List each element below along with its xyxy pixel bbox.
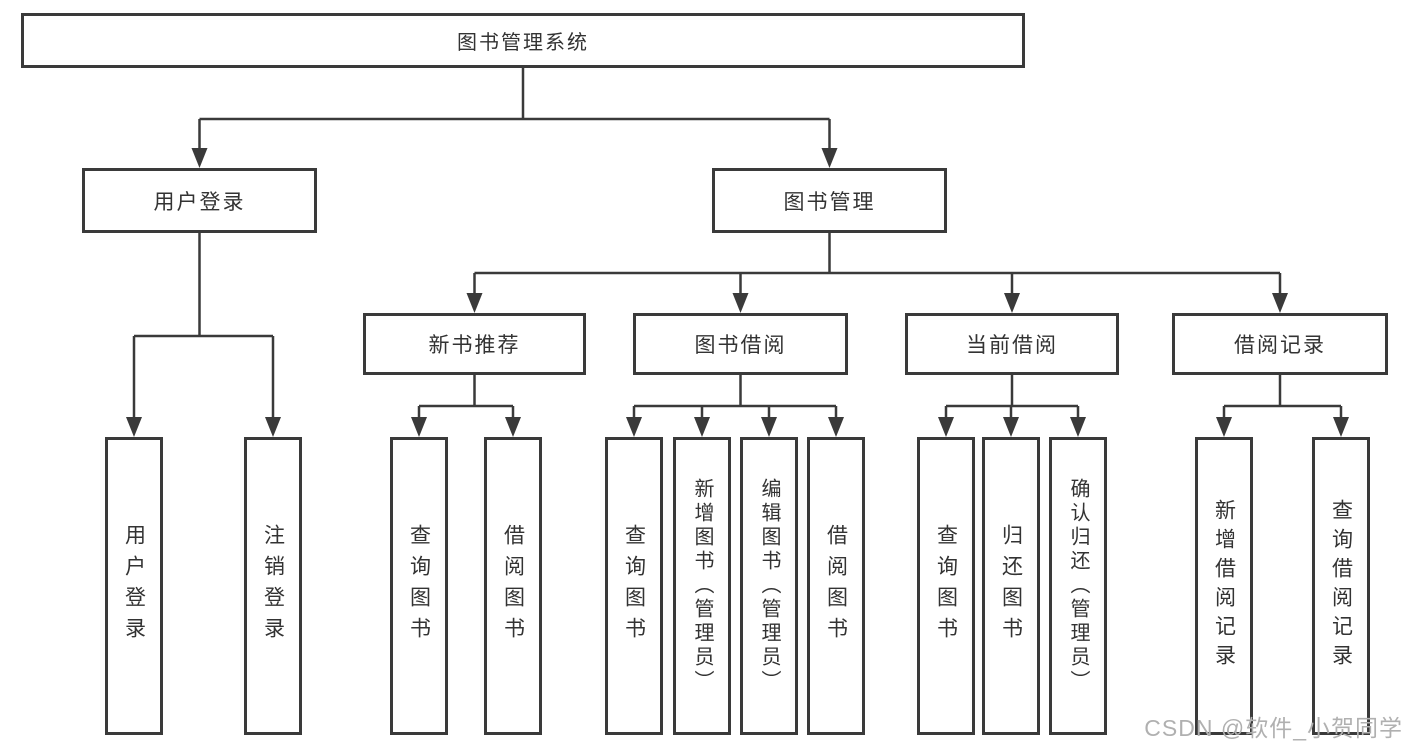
leaf-confirm-return-admin: 确认归还（管理员） xyxy=(1049,437,1107,735)
node-book-management: 图书管理 xyxy=(712,168,947,233)
arrow-down-icon xyxy=(694,417,710,437)
connector-borrow-records-children xyxy=(1222,375,1343,419)
leaf-borrow-book-1: 借阅图书 xyxy=(484,437,542,735)
connector-root-to-level2 xyxy=(198,68,831,150)
arrow-down-icon xyxy=(466,293,483,313)
node-user-login: 用户登录 xyxy=(82,168,317,233)
connector-book-borrow-children xyxy=(632,375,838,419)
arrow-down-icon xyxy=(821,148,838,168)
node-borrow-records: 借阅记录 xyxy=(1172,313,1388,375)
connector-user-login-children xyxy=(132,233,275,419)
arrow-down-icon xyxy=(828,417,844,437)
arrow-down-icon xyxy=(1216,417,1232,437)
arrow-down-icon xyxy=(1003,417,1019,437)
arrow-down-icon xyxy=(265,417,281,437)
leaf-user-login: 用户登录 xyxy=(105,437,163,735)
leaf-edit-book-admin: 编辑图书（管理员） xyxy=(740,437,798,735)
connector-new-book-recommend-children xyxy=(417,375,515,419)
arrow-down-icon xyxy=(1272,293,1288,313)
arrow-down-icon xyxy=(411,417,427,437)
node-book-borrow: 图书借阅 xyxy=(633,313,848,375)
leaf-query-book-2: 查询图书 xyxy=(605,437,663,735)
arrow-down-icon xyxy=(732,293,749,313)
node-new-book-recommend: 新书推荐 xyxy=(363,313,586,375)
leaf-add-borrow-record: 新增借阅记录 xyxy=(1195,437,1253,735)
arrow-down-icon xyxy=(1333,417,1349,437)
leaf-borrow-book-2: 借阅图书 xyxy=(807,437,865,735)
leaf-add-book-admin: 新增图书（管理员） xyxy=(673,437,731,735)
node-current-borrow: 当前借阅 xyxy=(905,313,1119,375)
connector-book-management-children xyxy=(473,233,1282,295)
arrow-down-icon xyxy=(1004,293,1020,313)
leaf-logout: 注销登录 xyxy=(244,437,302,735)
watermark: CSDN @软件_小贺同学 xyxy=(1144,715,1403,741)
node-root: 图书管理系统 xyxy=(21,13,1025,68)
arrow-down-icon xyxy=(626,417,642,437)
leaf-query-book-1: 查询图书 xyxy=(390,437,448,735)
leaf-return-book: 归还图书 xyxy=(982,437,1040,735)
arrow-down-icon xyxy=(1070,417,1086,437)
connector-current-borrow-children xyxy=(944,375,1080,419)
arrow-down-icon xyxy=(761,417,777,437)
arrow-down-icon xyxy=(938,417,954,437)
leaf-query-borrow-record: 查询借阅记录 xyxy=(1312,437,1370,735)
arrow-down-icon xyxy=(126,417,142,437)
leaf-query-book-3: 查询图书 xyxy=(917,437,975,735)
arrow-down-icon xyxy=(505,417,521,437)
arrow-down-icon xyxy=(191,148,208,168)
